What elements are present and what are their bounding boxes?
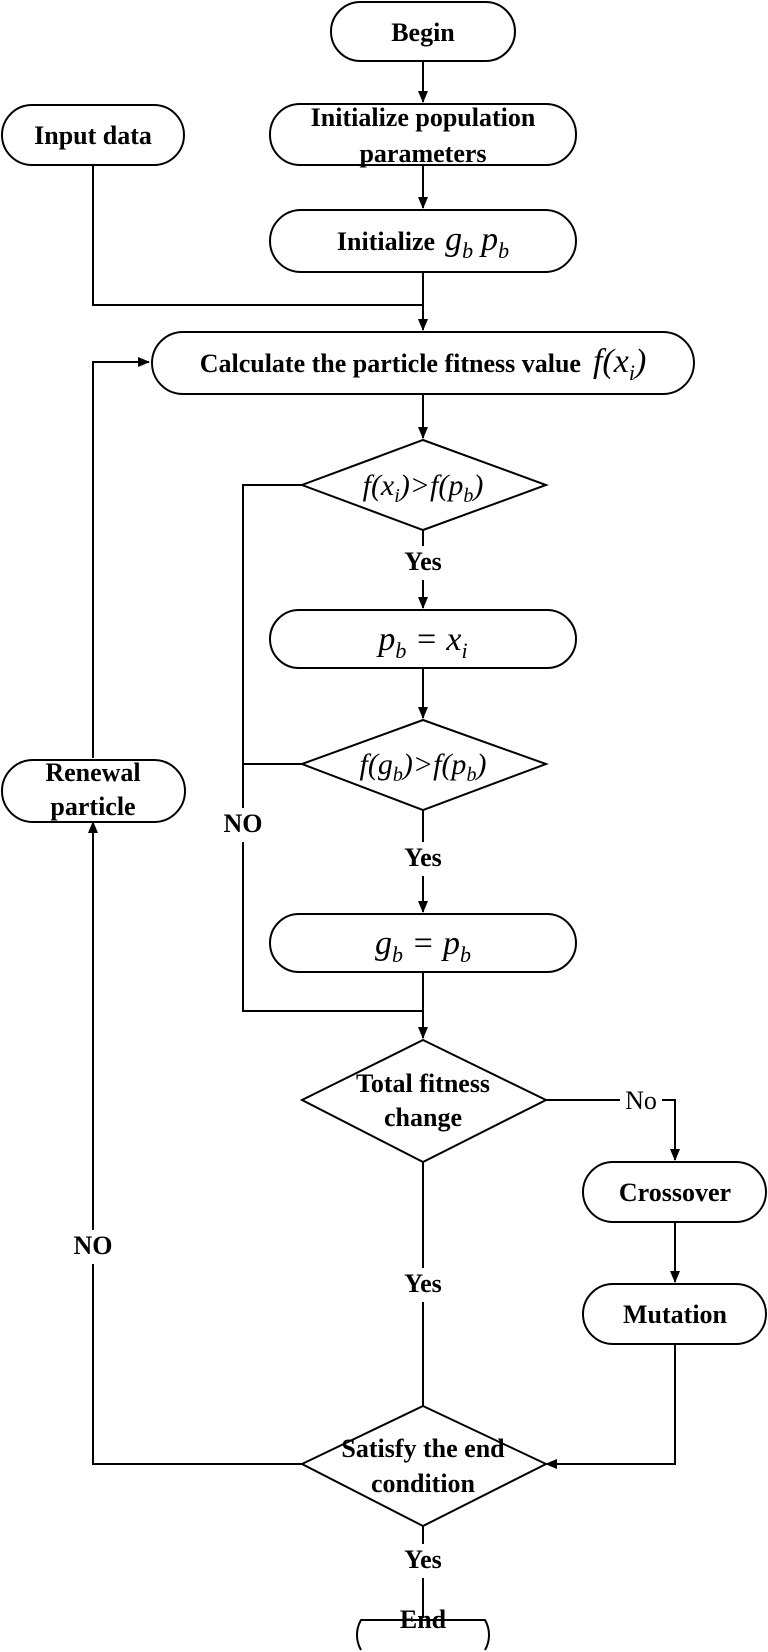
edge-renewal-to-calc bbox=[92, 357, 150, 758]
begin-label: Begin bbox=[391, 18, 455, 47]
node-init-population: Initialize population parameters bbox=[269, 103, 577, 168]
edges bbox=[88, 61, 680, 1618]
edge-cond1-no bbox=[242, 484, 423, 1012]
edge-label-no-outer: NO bbox=[74, 1231, 113, 1260]
yes-satisfy-bg bbox=[392, 1268, 454, 1302]
node-cond-2: f(gb)>f(pb) bbox=[299, 718, 549, 812]
edge-total-no-to-crossover bbox=[546, 1099, 680, 1161]
node-begin: Begin bbox=[330, 1, 516, 62]
cond-1-diamond bbox=[299, 438, 549, 532]
begin-terminator bbox=[330, 1, 516, 62]
edge-label-no-inner: NO bbox=[224, 809, 263, 838]
node-assign-gb: gb = pb bbox=[269, 913, 577, 973]
cond-2-label: f(gb)>f(pb) bbox=[360, 748, 487, 786]
renewal-particle-label-line1: Renewal bbox=[45, 758, 140, 787]
end-terminator bbox=[356, 1619, 490, 1651]
edge-labels: Yes Yes NO No Yes NO Yes bbox=[64, 546, 662, 1578]
edge-label-no-to-crossover: No bbox=[625, 1086, 657, 1115]
no-inner-bg bbox=[216, 808, 270, 842]
mutation-box bbox=[582, 1283, 767, 1345]
node-input-data: Input data bbox=[1, 104, 185, 166]
node-crossover: Crossover bbox=[582, 1161, 767, 1223]
edge-label-yes-to-satisfy: Yes bbox=[404, 1269, 442, 1298]
init-population-label-line2: parameters bbox=[359, 139, 486, 168]
total-fitness-label-line2: change bbox=[384, 1103, 462, 1132]
calc-fitness-text: Calculate the particle fitness value bbox=[200, 349, 581, 378]
node-total-fitness: Total fitness change bbox=[299, 1038, 549, 1164]
node-end: End bbox=[356, 1605, 490, 1651]
yes-1-bg bbox=[392, 546, 454, 580]
init-gb-pb-prefix: Initialize bbox=[337, 227, 435, 256]
end-label: End bbox=[400, 1605, 447, 1634]
edge-mutation-to-satisfy bbox=[545, 1344, 676, 1469]
cond-2-diamond bbox=[299, 718, 549, 812]
cond-1-label: f(xi)>f(pb) bbox=[363, 469, 484, 507]
edge-label-yes-2: Yes bbox=[404, 843, 442, 872]
crossover-label: Crossover bbox=[619, 1178, 731, 1207]
calc-fitness-box bbox=[151, 331, 695, 395]
no-outer-bg bbox=[64, 1230, 122, 1264]
init-population-label-line1: Initialize population bbox=[311, 103, 536, 132]
input-data-label: Input data bbox=[34, 121, 152, 150]
node-calc-fitness: Calculate the particle fitness value f(x… bbox=[151, 331, 695, 395]
total-fitness-label-line1: Total fitness bbox=[356, 1069, 490, 1098]
satisfy-end-diamond bbox=[299, 1404, 549, 1528]
no-crossover-bg bbox=[620, 1084, 662, 1116]
edge-label-yes-to-end: Yes bbox=[404, 1545, 442, 1574]
satisfy-end-label-line1: Satisfy the end bbox=[341, 1434, 505, 1463]
yes-2-bg bbox=[392, 842, 454, 876]
node-renewal-particle: Renewal particle bbox=[1, 758, 186, 823]
calc-fitness-label: Calculate the particle fitness value f(x… bbox=[200, 343, 647, 385]
assign-pb-box bbox=[269, 609, 577, 669]
total-fitness-diamond bbox=[299, 1038, 549, 1164]
assign-pb-label: pb = xi bbox=[376, 621, 467, 663]
edge-satisfy-no-to-renewal bbox=[88, 821, 302, 1465]
renewal-particle-box bbox=[1, 759, 186, 823]
init-gb-pb-box bbox=[269, 209, 577, 273]
assign-gb-label: gb = pb bbox=[375, 925, 471, 967]
mutation-label: Mutation bbox=[623, 1300, 728, 1329]
crossover-box bbox=[582, 1161, 767, 1223]
edge-label-yes-1: Yes bbox=[404, 547, 442, 576]
node-cond-1: f(xi)>f(pb) bbox=[299, 438, 549, 532]
assign-gb-box bbox=[269, 913, 577, 973]
node-mutation: Mutation bbox=[582, 1283, 767, 1345]
init-population-box bbox=[269, 103, 577, 166]
satisfy-end-label-line2: condition bbox=[371, 1469, 476, 1498]
yes-end-bg bbox=[392, 1544, 454, 1578]
edge-input-to-calc bbox=[92, 165, 423, 306]
node-satisfy-end: Satisfy the end condition bbox=[299, 1404, 549, 1528]
input-data-box bbox=[1, 104, 185, 166]
calc-fitness-math: f(xi) bbox=[593, 343, 646, 385]
renewal-particle-label-line2: particle bbox=[50, 792, 135, 821]
node-assign-pb: pb = xi bbox=[269, 609, 577, 669]
